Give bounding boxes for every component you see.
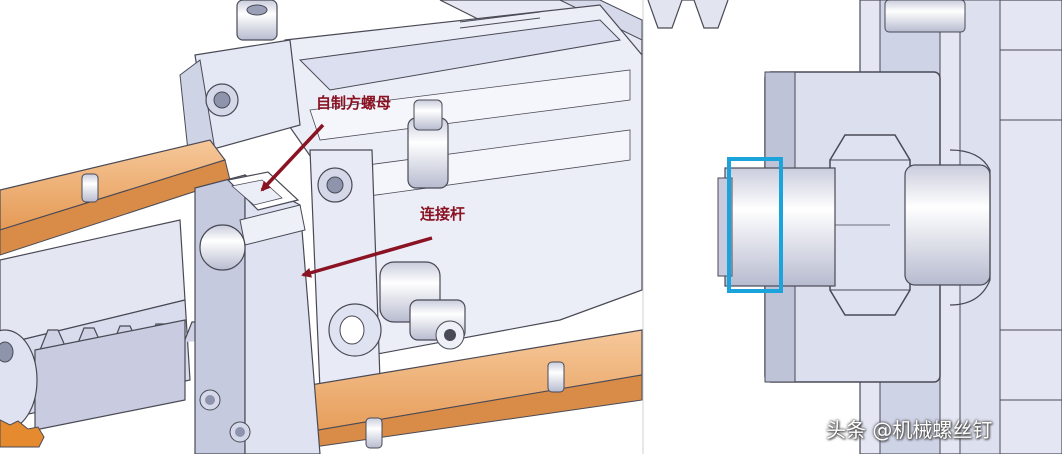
connecting-rod-plate (194, 173, 321, 454)
pneumatic-fitting (328, 261, 466, 357)
highlight-box (727, 157, 783, 293)
orange-guide-rails (0, 139, 643, 454)
rod-annotation-label: 连接杆 (420, 205, 466, 223)
right-closeup-view (644, 0, 1062, 454)
nut-annotation-label: 自制方螺母 (316, 94, 392, 112)
left-assembly-view (0, 0, 643, 454)
rod-annotation-arrow (301, 236, 433, 278)
nut-annotation-arrow (260, 123, 325, 192)
watermark-text: 头条 @机械螺丝钉 (826, 418, 993, 442)
rack-gear (0, 219, 220, 448)
